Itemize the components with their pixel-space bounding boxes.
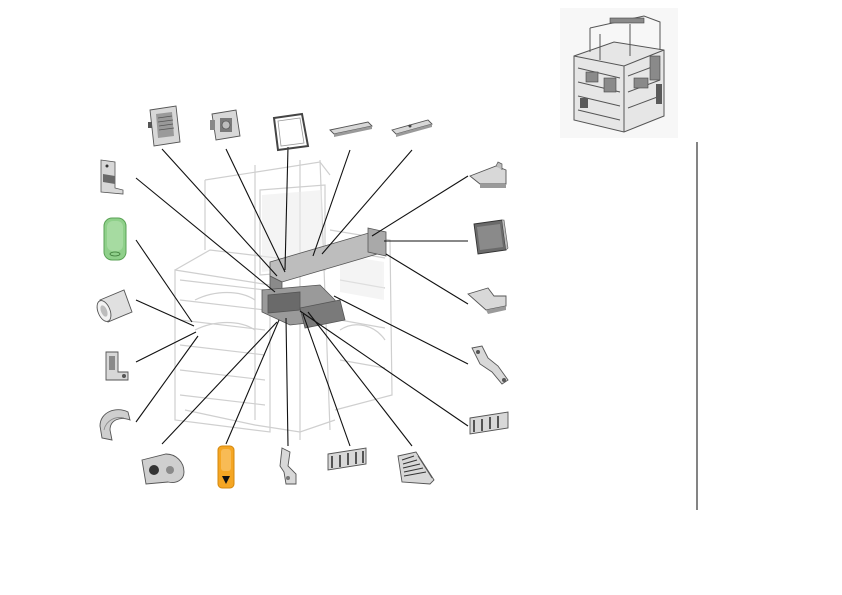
part-square-gasket[interactable]	[272, 112, 310, 152]
part-filter-panel-a[interactable]	[148, 105, 181, 147]
part-clip[interactable]	[279, 447, 297, 485]
leader-lines	[135, 146, 469, 447]
part-mid-right-bracket[interactable]	[467, 287, 507, 314]
part-green-cover[interactable]	[103, 217, 127, 261]
part-curved-guide[interactable]	[99, 409, 131, 441]
part-fan-unit[interactable]	[210, 109, 241, 141]
part-flat-rail-b[interactable]	[391, 119, 433, 137]
part-comb-strip-right[interactable]	[469, 411, 509, 435]
assembled-preview	[560, 8, 678, 138]
part-lever-arm[interactable]	[471, 345, 509, 385]
part-top-right-bracket[interactable]	[469, 161, 507, 188]
part-filter-block[interactable]	[473, 219, 509, 255]
central-assembly	[261, 227, 387, 329]
part-flat-rail-a[interactable]	[329, 121, 373, 137]
part-roller-tube[interactable]	[94, 289, 133, 323]
part-comb-strip-bottom[interactable]	[327, 447, 367, 471]
part-grill-guard[interactable]	[397, 451, 435, 485]
part-small-hook[interactable]	[105, 351, 129, 381]
part-top-left-bracket[interactable]	[100, 159, 124, 195]
part-orange-lever[interactable]	[217, 445, 235, 489]
part-round-plate[interactable]	[141, 453, 185, 485]
